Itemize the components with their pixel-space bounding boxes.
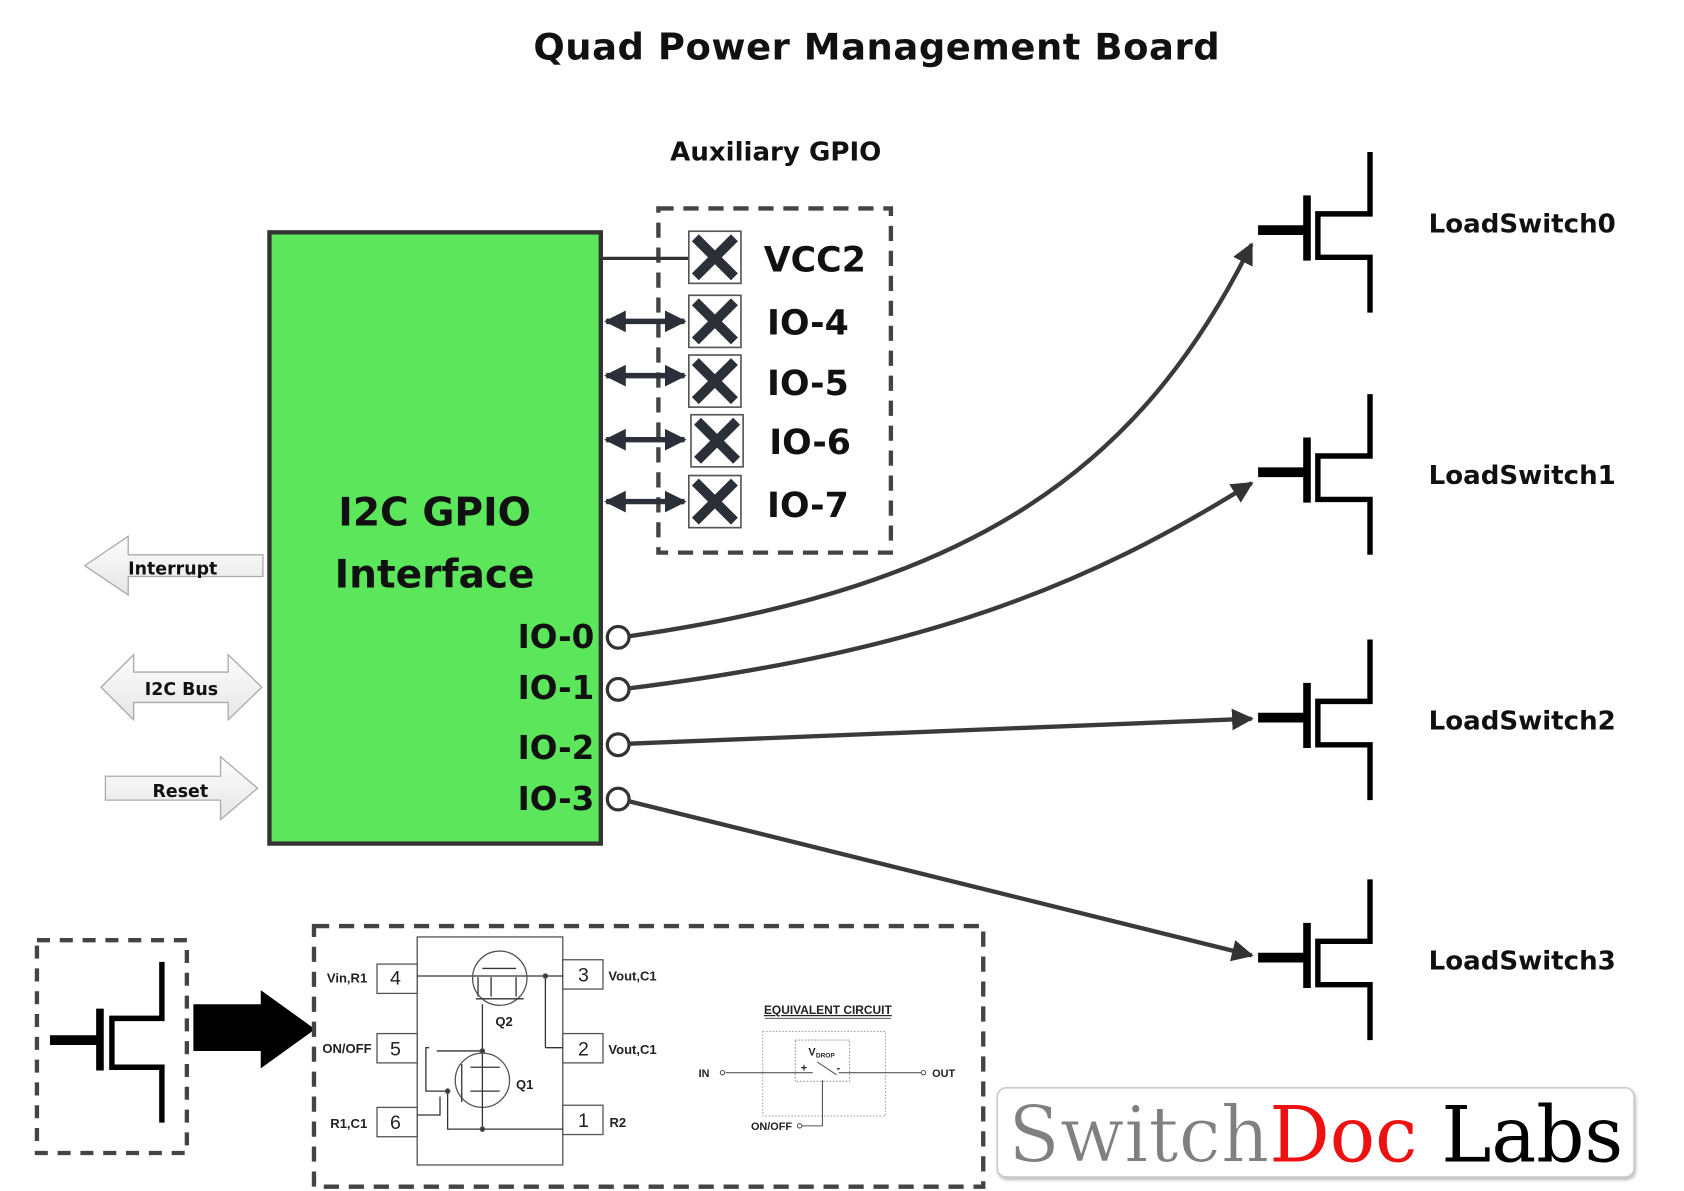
ic-pin-number: 4 [390,968,401,990]
chip-title-line2: Interface [335,552,535,597]
ic-pin-label: R2 [609,1115,626,1130]
ic-pin-label: Vin,R1 [327,971,367,986]
loadswitch-label: LoadSwitch2 [1429,707,1616,737]
mosfet-icon [49,961,165,1123]
page-title: Quad Power Management Board [533,26,1220,69]
in-label: IN [699,1068,710,1080]
datasheet-group [311,923,986,1189]
minus-sign: - [837,1063,841,1075]
io-output-label: IO-3 [518,780,595,818]
interrupt-label: Interrupt [128,559,217,579]
transistor-label: Q1 [516,1077,533,1092]
ic-pin-number: 3 [578,964,589,986]
vdrop-label: V [808,1046,816,1058]
ic-pin-number: 5 [390,1038,401,1060]
aux-pin-label: VCC2 [764,240,866,280]
loadswitch-label: LoadSwitch3 [1429,947,1616,977]
interrupt-arrow: Interrupt [83,535,264,597]
logo-text: SwitchDoc Labs [1008,1090,1623,1181]
loadswitch-label: LoadSwitch1 [1429,461,1616,491]
equivalent-circuit-title: EQUIVALENT CIRCUIT [764,1003,893,1017]
mosfet-icon [1258,394,1373,555]
x-box-icon [687,354,742,408]
transistor-label: Q2 [495,1014,512,1029]
io2-to-loadswitch2-wire [628,708,1254,746]
io-output-label: IO-0 [518,618,595,656]
aux-pin-label: IO-4 [767,303,849,343]
io1-terminal [605,676,631,702]
ic-pin-number: 6 [390,1112,401,1134]
plus-sign: + [801,1063,807,1075]
reset-label: Reset [153,782,209,802]
ic-pin-label: R1,C1 [330,1116,367,1131]
ic-pin-number: 2 [578,1038,589,1060]
mosfet-icon [1258,639,1373,801]
expand-arrow-icon [193,990,316,1069]
x-box-icon [690,413,744,468]
chip-title-line1: I2C GPIO [338,490,531,535]
io0-to-loadswitch0-wire [628,242,1254,639]
io-output-label: IO-1 [518,669,595,707]
load-switch-ic-schematic [376,936,604,1166]
out-label: OUT [932,1068,955,1080]
i2c-gpio-chip [267,230,603,846]
ic-pin-label: Vout,C1 [608,1042,656,1057]
switchdoc-labs-logo: SwitchDoc Labs [996,1087,1635,1181]
x-box-icon [687,230,742,285]
mosfet-icon [1258,879,1373,1041]
ic-pin-number: 1 [578,1110,589,1132]
aux-pin-label: IO-7 [767,486,849,526]
io0-terminal [605,624,631,650]
io1-to-loadswitch1-wire [628,481,1254,691]
reset-arrow: Reset [104,755,259,822]
i2c-bus-label: I2C Bus [145,680,218,700]
aux-pin-label: IO-5 [767,364,849,404]
ic-pin-label: Vout,C1 [608,968,656,983]
i2c-bus-arrow: I2C Bus [100,653,263,722]
io-output-label: IO-2 [518,729,595,767]
io3-terminal [605,786,631,812]
ic-pin-label: ON/OFF [322,1041,371,1056]
loadswitch-label: LoadSwitch0 [1429,209,1616,239]
aux-gpio-title: Auxiliary GPIO [670,138,881,168]
x-box-icon [687,474,742,529]
x-box-icon [687,294,742,349]
mosfet-detail-group [34,938,190,1156]
vdrop-subscript: DROP [816,1052,835,1059]
mosfet-icon [1258,151,1373,313]
io2-terminal [605,732,631,758]
onoff-label: ON/OFF [751,1121,792,1133]
aux-pin-label: IO-6 [769,423,851,463]
equivalent-circuit: EQUIVALENT CIRCUIT V DROP + - IN OUT ON/… [699,1003,956,1133]
io3-to-loadswitch3-wire [628,799,1254,962]
